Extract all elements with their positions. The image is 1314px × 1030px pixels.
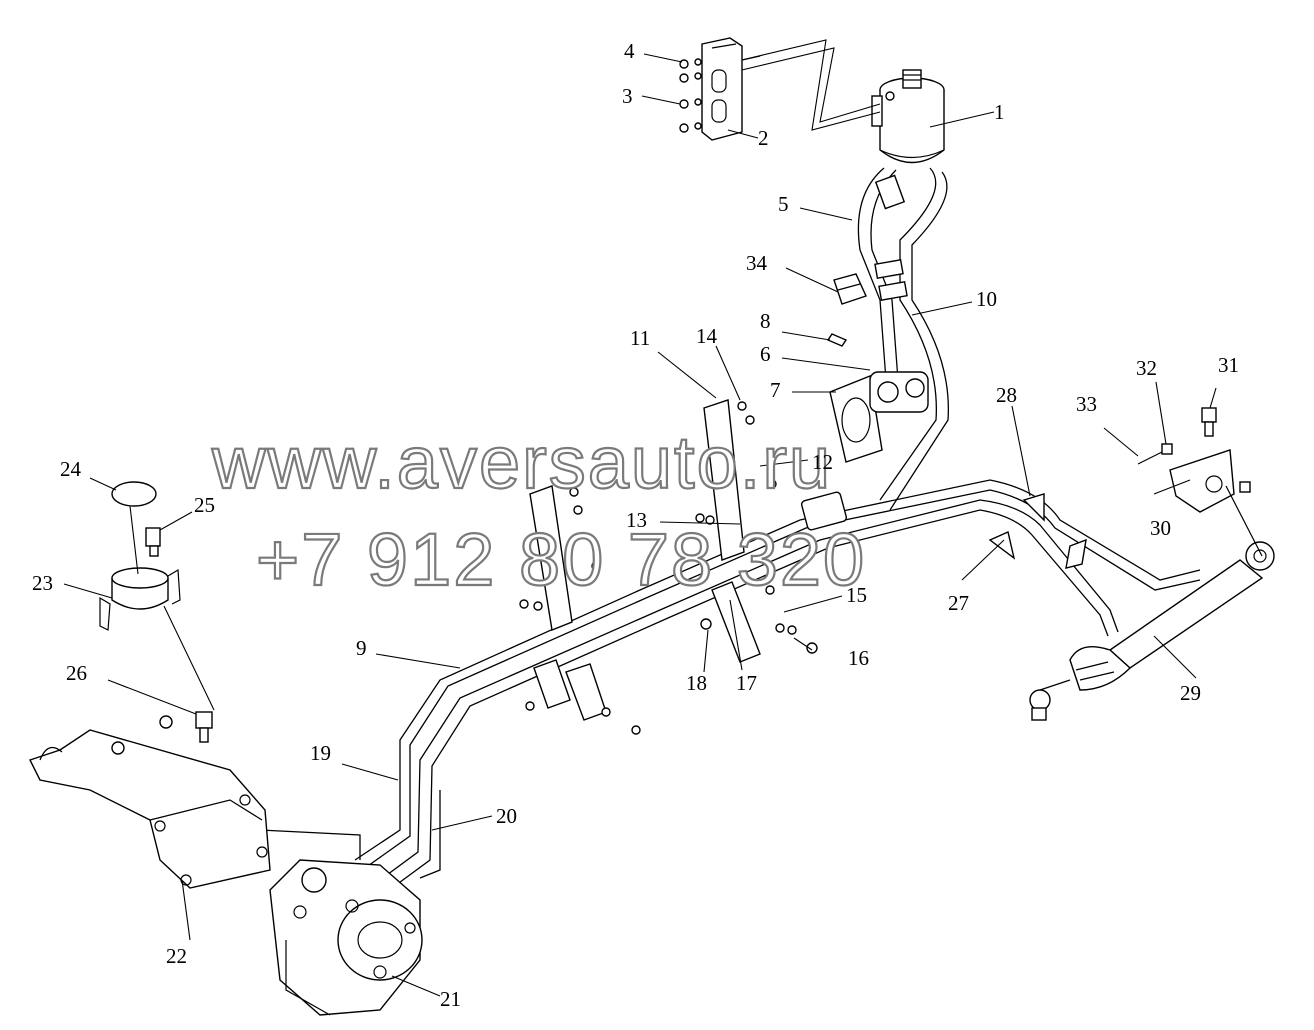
return-hose bbox=[857, 167, 950, 511]
filter-valve bbox=[826, 333, 929, 463]
bolt-set bbox=[679, 58, 702, 133]
callout-2: 2 bbox=[758, 126, 769, 150]
callout-21: 21 bbox=[440, 987, 461, 1011]
callout-28: 28 bbox=[996, 383, 1017, 407]
callout-11: 11 bbox=[630, 326, 650, 350]
watermark: www.aversauto.ru +7 912 80 78 320 bbox=[210, 420, 866, 602]
callout-25: 25 bbox=[194, 493, 215, 517]
cup-bracket bbox=[99, 481, 181, 631]
callout-7: 7 bbox=[770, 378, 781, 402]
power-cylinder bbox=[1029, 541, 1275, 721]
anchor-bracket bbox=[1137, 407, 1263, 557]
callout-31: 31 bbox=[1218, 353, 1239, 377]
callout-19: 19 bbox=[310, 741, 331, 765]
callout-4: 4 bbox=[624, 39, 635, 63]
callout-17: 17 bbox=[736, 671, 757, 695]
clamp-right bbox=[988, 493, 1087, 569]
callout-26: 26 bbox=[66, 661, 87, 685]
watermark-url: www.aversauto.ru bbox=[211, 421, 832, 504]
line-brackets bbox=[519, 399, 848, 735]
bracket-plate bbox=[701, 37, 881, 141]
pressure-lines bbox=[259, 479, 1201, 889]
bolt-26 bbox=[195, 711, 213, 743]
callout-9: 9 bbox=[356, 636, 367, 660]
callout-30: 30 bbox=[1150, 516, 1171, 540]
callout-33: 33 bbox=[1076, 392, 1097, 416]
callout-16: 16 bbox=[848, 646, 869, 670]
callout-22: 22 bbox=[166, 944, 187, 968]
callout-29: 29 bbox=[1180, 681, 1201, 705]
gear-bracket bbox=[29, 715, 271, 889]
reservoir-tank bbox=[871, 69, 945, 164]
callout-5: 5 bbox=[778, 192, 789, 216]
callout-24: 24 bbox=[60, 457, 82, 481]
callout-6: 6 bbox=[760, 342, 771, 366]
callout-13: 13 bbox=[626, 508, 647, 532]
hose-clamp bbox=[833, 273, 867, 305]
callout-15: 15 bbox=[846, 583, 867, 607]
callout-labels: 1 2 3 4 5 6 7 8 9 10 11 12 13 14 15 16 1… bbox=[32, 39, 1239, 1011]
callout-3: 3 bbox=[622, 84, 633, 108]
callout-20: 20 bbox=[496, 804, 517, 828]
callout-14: 14 bbox=[696, 324, 718, 348]
callout-1: 1 bbox=[994, 100, 1005, 124]
callout-27: 27 bbox=[948, 591, 969, 615]
callout-32: 32 bbox=[1136, 356, 1157, 380]
callout-34: 34 bbox=[746, 251, 768, 275]
callout-10: 10 bbox=[976, 287, 997, 311]
callout-23: 23 bbox=[32, 571, 53, 595]
callout-12: 12 bbox=[812, 450, 833, 474]
callout-8: 8 bbox=[760, 309, 771, 333]
callout-18: 18 bbox=[686, 671, 707, 695]
steering-gear bbox=[269, 859, 423, 1016]
leader-lines bbox=[63, 53, 1217, 997]
watermark-phone: +7 912 80 78 320 bbox=[256, 518, 866, 601]
